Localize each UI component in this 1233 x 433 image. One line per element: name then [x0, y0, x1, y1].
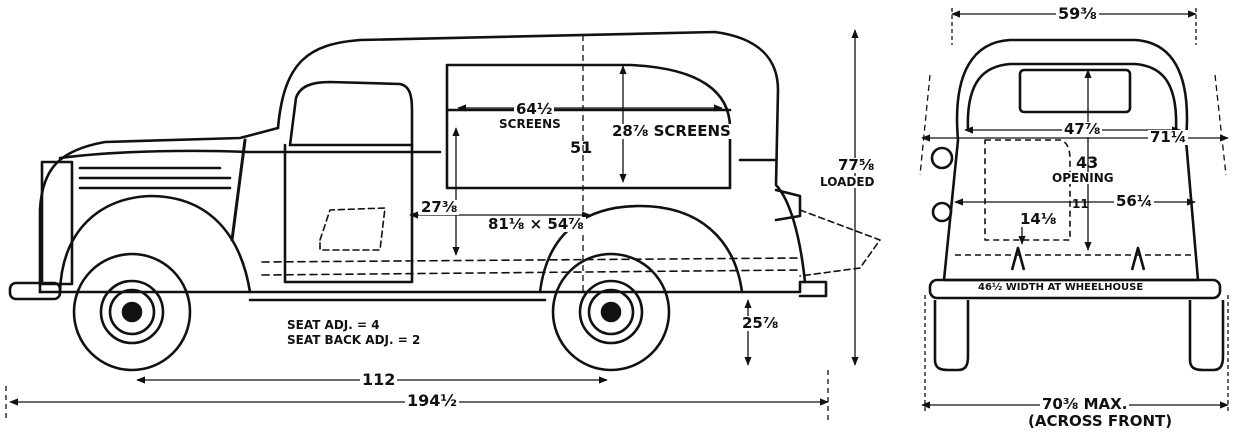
side-hood-line	[58, 149, 442, 160]
label-max-width: 70⅜ MAX.	[1040, 395, 1130, 413]
label-opening-height: 43	[1076, 153, 1099, 172]
side-front-arch	[58, 194, 252, 294]
side-front-wheel	[72, 252, 192, 372]
rear-body-outline	[942, 38, 1200, 282]
label-seat-height: 27⅜	[419, 198, 460, 216]
side-floor-dashed	[261, 257, 801, 276]
label-screen-height: 28⅞ SCREENS	[610, 122, 733, 140]
label-length-overall: 194½	[405, 391, 459, 410]
rear-right-tire	[1188, 300, 1225, 372]
rear-window	[1018, 68, 1132, 114]
label-wheelhouse-width: 46½ WIDTH AT WHEELHOUSE	[976, 282, 1146, 293]
label-max-width-sub: (ACROSS FRONT)	[1026, 412, 1175, 430]
rear-left-tire	[933, 300, 970, 372]
rear-door-frame	[966, 62, 1178, 131]
label-step-height: 14⅛	[1018, 210, 1059, 228]
label-wheelbase: 112	[360, 370, 398, 389]
side-belt-moulding	[78, 158, 777, 190]
side-pillar	[230, 138, 247, 242]
label-ground-clearance: 25⅞	[740, 314, 781, 332]
side-front-fender	[38, 126, 280, 294]
side-roof-outline	[276, 30, 807, 284]
label-overall-width: 71¼	[1148, 128, 1189, 146]
side-dimension-lines	[5, 29, 859, 420]
label-seat-adj: SEAT ADJ. = 4	[285, 318, 382, 332]
label-floor-height-marker: 11	[1072, 197, 1089, 211]
side-grille	[40, 160, 74, 286]
label-rear-door-width-sub: SCREENS	[497, 117, 563, 131]
side-seat-dashed	[319, 207, 386, 251]
label-height-loaded: 77⅝	[836, 156, 877, 174]
side-rear-wheel	[551, 252, 671, 372]
rear-spare-lamp	[931, 201, 953, 223]
label-rear-door-width: 64½	[514, 100, 555, 118]
label-door-opening-height: 51	[570, 138, 593, 157]
label-seat-back-adj: SEAT BACK ADJ. = 2	[285, 333, 423, 347]
side-view-vehicle	[8, 30, 881, 302]
side-tailgate-open	[799, 209, 881, 277]
rear-left-lamp	[930, 146, 954, 170]
side-front-bumper	[8, 281, 62, 301]
rear-view-vehicle	[928, 38, 1225, 372]
label-top-width: 59⅜	[1056, 4, 1099, 23]
label-opening-height-sub: OPENING	[1050, 171, 1116, 185]
side-cab-window	[288, 80, 414, 147]
side-rear-arch	[538, 204, 744, 294]
label-floor-dims: 81⅛ × 54⅞	[486, 215, 586, 233]
label-height-loaded-sub: LOADED	[818, 175, 877, 189]
rear-lift-handles	[1010, 246, 1146, 271]
label-floor-width: 56¼	[1114, 192, 1155, 210]
rear-bumper	[928, 278, 1222, 300]
side-bottom-line	[38, 280, 828, 298]
label-opening-width: 47⅞	[1062, 120, 1103, 138]
side-rear-tailgate	[774, 188, 802, 222]
